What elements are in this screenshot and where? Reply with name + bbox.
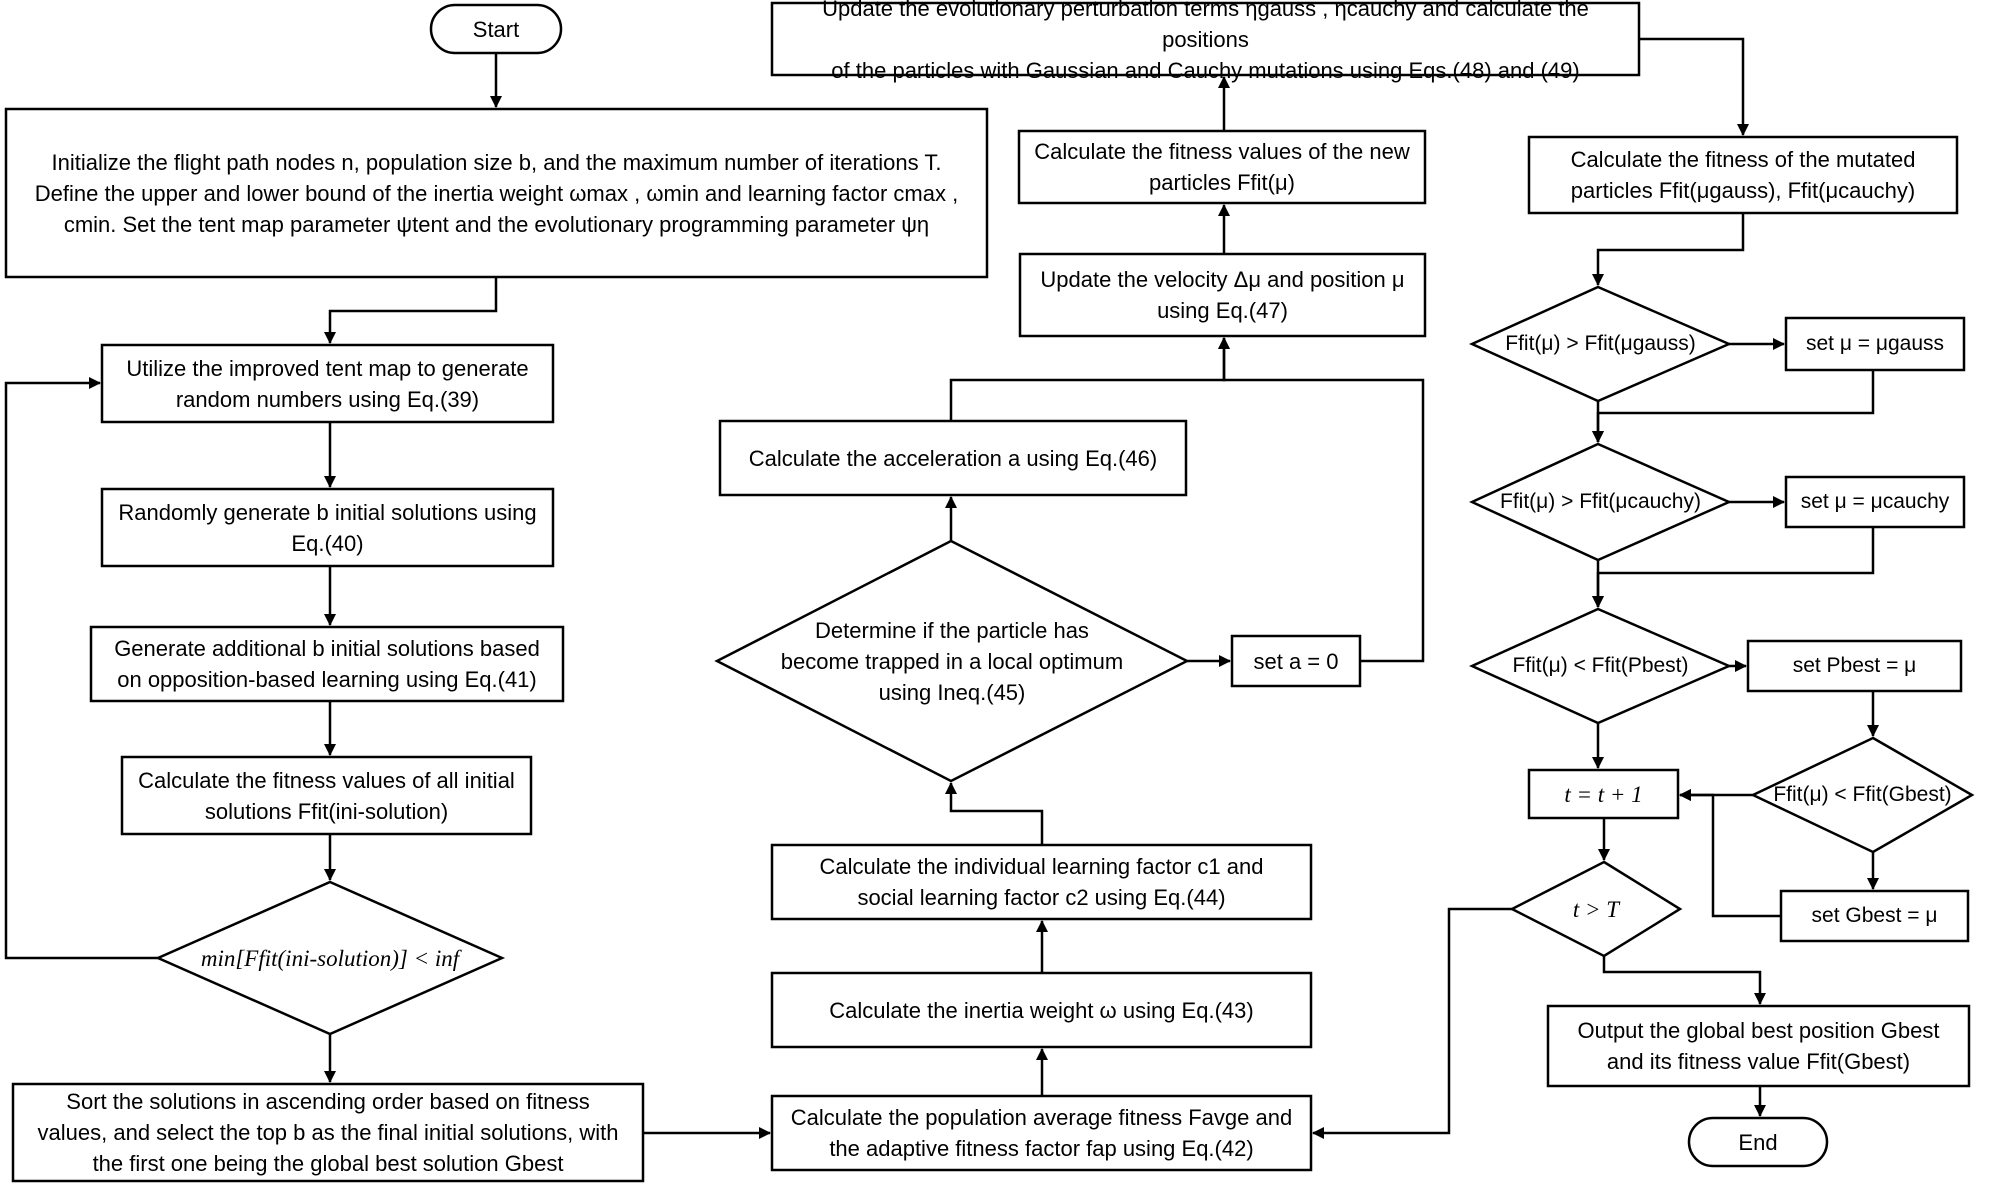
arrow-learning-trapped: [945, 782, 1044, 845]
arrow-min-loop-tent: [4, 377, 158, 960]
min-check-text: min[Ffit(ini-solution)] < inf: [200, 945, 460, 971]
arrow-t-check-output: [1602, 956, 1766, 1005]
random-gen-text: Randomly generate b initial solutions us…: [118, 499, 537, 556]
set-cauchy-text: set μ = μcauchy: [1800, 490, 1950, 513]
arrow-set-gauss-merge: [1592, 370, 1875, 443]
output-text: Output the global best position Gbest an…: [1577, 1018, 1940, 1074]
set-gauss-text: set μ = μgauss: [1805, 332, 1945, 355]
inertia-text: Calculate the inertia weight ω using Eq.…: [829, 997, 1254, 1023]
cauchy-check-text: Ffit(μ) > Ffit(μcauchy): [1500, 490, 1701, 513]
fitness-init-box: [120, 755, 533, 836]
set-pbest-text: set Pbest = μ: [1792, 654, 1917, 677]
learning-text: Calculate the individual learning factor…: [819, 854, 1264, 910]
t-inc-text: t = t + 1: [1564, 781, 1643, 807]
start-label: Start: [472, 16, 520, 42]
velocity-text: Update the velocity Δμ and position μ us…: [1040, 267, 1405, 323]
arrow-accel-velocity: [949, 337, 1230, 421]
tent-map-box: [100, 343, 555, 424]
fitness-mut-text: Calculate the fitness of the mutated par…: [1570, 147, 1916, 203]
arrow-perturb-fitness-mut: [1639, 37, 1749, 136]
set-a-text: set a = 0: [1253, 648, 1339, 674]
sort-text: Sort the solutions in ascending order ba…: [37, 1089, 619, 1176]
gauss-check-text: Ffit(μ) > Ffit(μgauss): [1505, 332, 1696, 355]
arrow-init-tent: [324, 277, 498, 344]
gbest-check-text: Ffit(μ) < Ffit(Gbest): [1773, 783, 1952, 806]
arrow-t-check-avg: [1312, 907, 1512, 1139]
set-gbest-text: set Gbest = μ: [1811, 904, 1938, 927]
fitness-new-text: Calculate the fitness values of the new …: [1034, 139, 1410, 195]
trapped-diamond: [714, 539, 1190, 783]
tent-map-text: Utilize the improved tent map to generat…: [126, 355, 529, 412]
avg-fitness-text: Calculate the population average fitness…: [790, 1105, 1293, 1161]
set-cauchy-box: [1784, 475, 1966, 529]
set-gauss-box: [1784, 316, 1966, 372]
set-pbest-box: [1746, 639, 1963, 693]
arrow-set-gbest-t-inc: [1679, 789, 1781, 918]
trapped-text: Determine if the particle has become tra…: [780, 617, 1124, 705]
fitness-new-box: [1017, 129, 1427, 205]
arrow-set-a-velocity: [1218, 337, 1425, 663]
opposition-box: [89, 625, 565, 703]
accel-box: [718, 419, 1188, 497]
arrow-set-cauchy-merge: [1592, 527, 1875, 608]
opposition-text: Generate additional b initial solutions …: [114, 636, 540, 692]
end-terminal: [1687, 1116, 1829, 1168]
velocity-box: [1018, 252, 1427, 338]
accel-text: Calculate the acceleration a using Eq.(4…: [748, 445, 1158, 471]
pbest-check-text: Ffit(μ) < Ffit(Pbest): [1512, 654, 1689, 677]
init-text: Initialize the flight path nodes n, popu…: [34, 149, 959, 237]
output-box: [1546, 1004, 1971, 1088]
fitness-init-text: Calculate the fitness values of all init…: [138, 767, 515, 824]
t-check-text: t > T: [1572, 896, 1620, 922]
random-gen-box: [100, 487, 555, 568]
perturb-text: Update the evolutionary perturbation ter…: [822, 0, 1589, 83]
end-label: End: [1738, 1129, 1778, 1155]
arrow-fitness-mut-gauss: [1592, 213, 1745, 286]
